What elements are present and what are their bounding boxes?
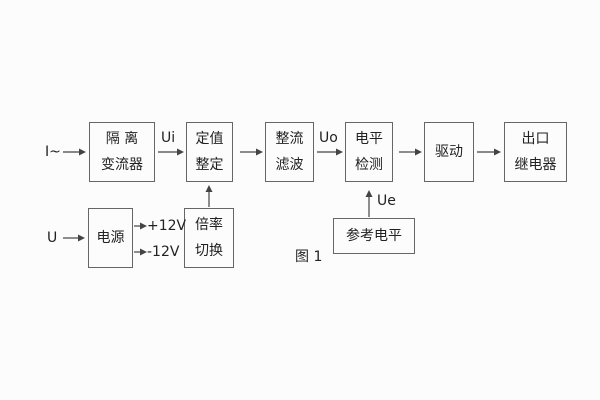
- arrow-voltage-to-power: [63, 234, 85, 242]
- block-output-relay-line2: 继电器: [514, 157, 557, 173]
- block-setpoint-adjust: 定值 整定: [186, 122, 233, 182]
- block-power-supply-label: 电源: [96, 230, 125, 246]
- block-rectify-filter-line2: 滤波: [275, 157, 304, 173]
- block-level-detect-line2: 检测: [355, 157, 383, 173]
- figure-caption: 图 1: [295, 249, 323, 265]
- block-output-relay-line1: 出口: [521, 131, 550, 147]
- block-level-detect: 电平 检测: [345, 122, 393, 182]
- block-setpoint-adjust-line2: 整定: [195, 157, 224, 173]
- arrow-reference-to-level: [365, 190, 373, 217]
- arrow-level-to-drive: [399, 148, 422, 156]
- arrow-head: [494, 148, 501, 156]
- block-ratio-switch-line1: 倍率: [195, 217, 223, 233]
- label-voltage-input: U: [47, 230, 58, 246]
- arrow-drive-to-relay: [477, 148, 501, 156]
- arrow-isolation-to-setpoint: [158, 148, 184, 156]
- block-reference-level-label: 参考电平: [346, 228, 402, 244]
- arrow-rectify-to-level: [317, 148, 343, 156]
- block-isolation-converter: 隔 离 变流器: [89, 122, 155, 182]
- label-ue-signal: Ue: [377, 193, 396, 209]
- block-reference-level: 参考电平: [333, 218, 415, 254]
- block-ratio-switch-line2: 切换: [195, 243, 223, 259]
- block-rectify-filter: 整流 滤波: [265, 122, 314, 182]
- block-isolation-converter-line2: 变流器: [101, 157, 143, 173]
- label-ui-signal: Ui: [161, 130, 176, 146]
- block-rectify-filter-line1: 整流: [275, 131, 304, 147]
- arrow-head: [79, 148, 86, 156]
- arrow-head: [140, 248, 147, 256]
- block-output-relay: 出口 继电器: [504, 122, 567, 182]
- arrow-head: [365, 190, 373, 197]
- arrow-ratio-to-setpoint: [205, 185, 213, 207]
- arrow-head: [140, 222, 147, 230]
- arrow-current-to-isolation: [63, 148, 86, 156]
- arrow-power-to-minus12: [134, 248, 147, 256]
- block-ratio-switch: 倍率 切换: [184, 208, 234, 268]
- arrow-head: [336, 148, 343, 156]
- block-drive-label: 驱动: [435, 144, 463, 160]
- block-isolation-converter-line1: 隔 离: [105, 131, 139, 147]
- arrow-setpoint-to-rectify: [240, 148, 263, 156]
- block-drive: 驱动: [424, 122, 474, 182]
- label-minus-12v: -12V: [147, 244, 180, 260]
- block-setpoint-adjust-line1: 定值: [195, 131, 224, 147]
- arrow-head: [415, 148, 422, 156]
- block-power-supply: 电源: [88, 208, 133, 268]
- block-level-detect-line1: 电平: [355, 131, 383, 147]
- label-uo-signal: Uo: [319, 130, 338, 146]
- label-current-input: I~: [45, 144, 61, 160]
- label-plus-12v: +12V: [147, 218, 187, 234]
- arrow-head: [78, 234, 85, 242]
- arrow-head: [205, 185, 213, 192]
- arrow-head: [177, 148, 184, 156]
- arrow-head: [256, 148, 263, 156]
- arrow-power-to-plus12: [134, 222, 147, 230]
